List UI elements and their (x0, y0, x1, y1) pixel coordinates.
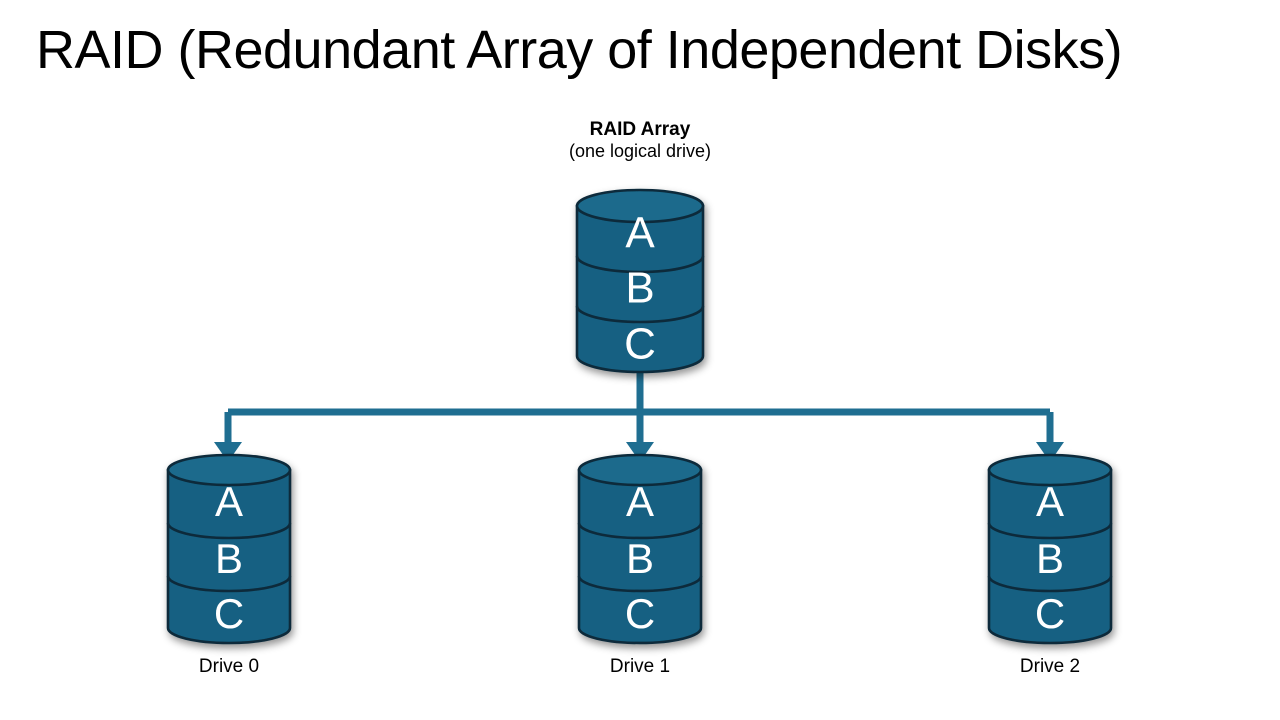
raid-array-body (575, 204, 705, 374)
drive-1-segment-label-1: B (626, 535, 654, 582)
raid-array-segment-label-2: C (624, 320, 656, 369)
connector-group (214, 368, 1064, 462)
drive-label-2: Drive 2 (1019, 656, 1081, 677)
drive-cylinder-2: A B C (987, 453, 1113, 645)
drive-label-0: Drive 0 (198, 656, 260, 677)
drive-1-divider-2 (577, 575, 703, 593)
raid-array-divider-2 (575, 305, 705, 324)
drive-0-segment-label-1: B (215, 535, 243, 582)
drive-0-divider-1 (166, 522, 292, 540)
drive-2-segment-label-1: B (1036, 535, 1064, 582)
drive-1-body (577, 468, 703, 645)
arrow-head-drive-0 (214, 442, 242, 462)
drive-0-divider-2 (166, 575, 292, 593)
arrow-head-drive-2 (1036, 442, 1064, 462)
drive-cylinder-1: A B C (577, 453, 703, 645)
drive-label-1: Drive 1 (609, 656, 671, 677)
drive-1-divider-1 (577, 522, 703, 540)
drive-1-segment-label-2: C (625, 590, 655, 637)
drive-2-body (987, 468, 1113, 645)
raid-array-caption: RAID Array (one logical drive) (440, 119, 840, 163)
drive-0-segment-label-0: A (215, 478, 243, 525)
page-title: RAID (Redundant Array of Independent Dis… (36, 20, 1123, 80)
raid-array-cylinder: A B C (575, 188, 705, 374)
drive-1-segment-label-0: A (626, 478, 654, 525)
drive-0-segment-label-2: C (214, 590, 244, 637)
raid-array-segment-label-0: A (625, 209, 655, 258)
drive-2-segment-label-2: C (1035, 590, 1065, 637)
raid-array-divider-1 (575, 255, 705, 274)
drive-cylinder-0: A B C (166, 453, 292, 645)
drive-0-body (166, 468, 292, 645)
drive-2-segment-label-0: A (1036, 478, 1064, 525)
drive-1-top-face (577, 453, 703, 487)
raid-array-segment-label-1: B (625, 264, 654, 313)
raid-array-caption-main: RAID Array (589, 119, 691, 140)
drive-2-divider-1 (987, 522, 1113, 540)
drive-0-top-face (166, 453, 292, 487)
raid-array-caption-sub: (one logical drive) (568, 141, 712, 162)
drive-2-top-face (987, 453, 1113, 487)
arrow-head-drive-1 (626, 442, 654, 462)
raid-array-top-face (575, 188, 705, 224)
drive-2-divider-2 (987, 575, 1113, 593)
